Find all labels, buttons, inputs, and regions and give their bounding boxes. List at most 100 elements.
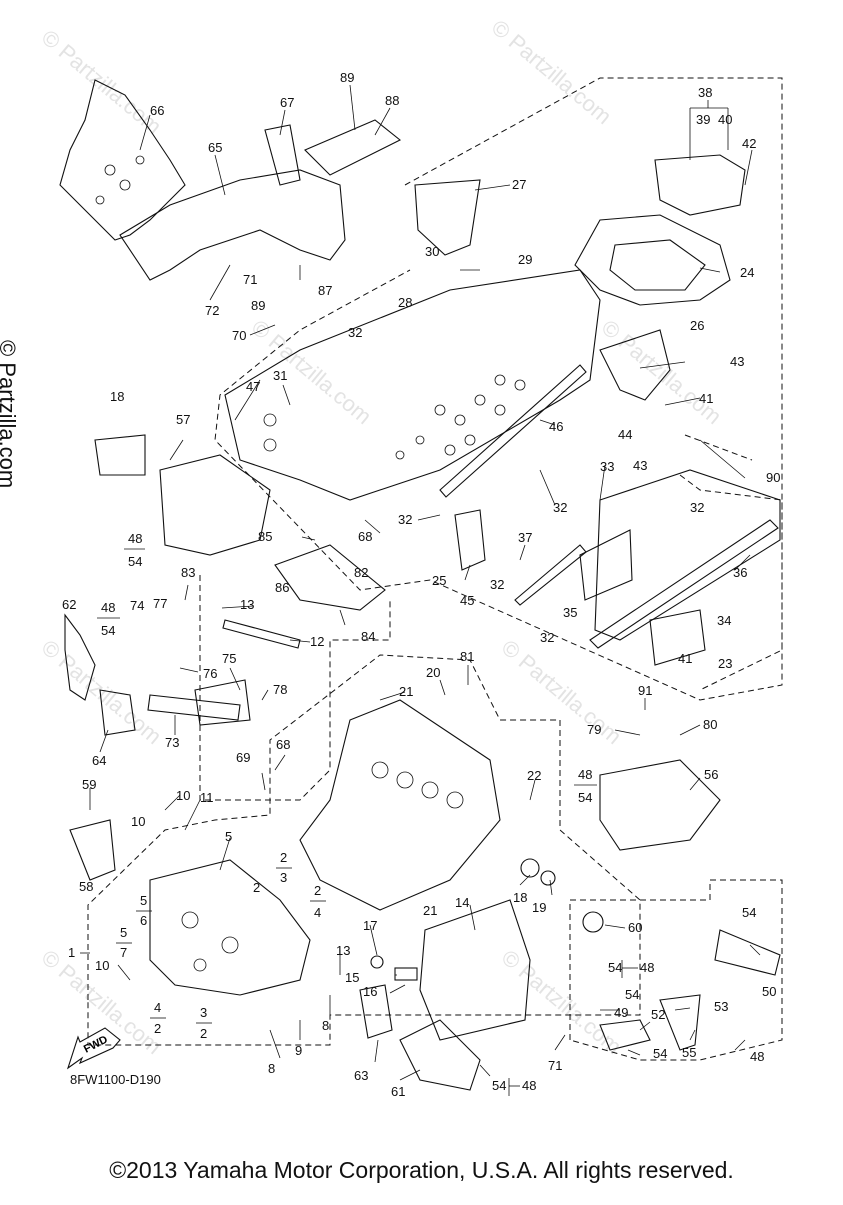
callout-10: 10 — [95, 958, 109, 973]
callout-20: 20 — [426, 665, 440, 680]
callout-10: 10 — [176, 788, 190, 803]
callout-5: 5 — [140, 893, 147, 908]
callout-brackets — [97, 548, 638, 1096]
callout-16: 16 — [363, 984, 377, 999]
callout-48: 48 — [128, 531, 142, 546]
bracket-62 — [64, 613, 96, 701]
callout-39: 39 — [696, 112, 710, 127]
callout-26: 26 — [690, 318, 704, 333]
callout-37: 37 — [518, 530, 532, 545]
bracket-35 — [579, 529, 633, 601]
callout-5: 5 — [120, 925, 127, 940]
callout-22: 22 — [527, 768, 541, 783]
callout-17: 17 — [363, 918, 377, 933]
callout-55: 55 — [682, 1045, 696, 1060]
callout-12: 12 — [310, 634, 324, 649]
callout-44: 44 — [618, 427, 632, 442]
callout-66: 66 — [150, 103, 164, 118]
circlip-19 — [540, 870, 556, 886]
watermark: © Partzilla.com — [487, 15, 617, 129]
callout-82: 82 — [354, 565, 368, 580]
callout-41: 41 — [678, 651, 692, 666]
callout-50: 50 — [762, 984, 776, 999]
bracket-27 — [414, 179, 481, 256]
callout-8: 8 — [322, 1018, 329, 1033]
copyright-notice: ©2013 Yamaha Motor Corporation, U.S.A. A… — [109, 1157, 734, 1183]
bracket-64 — [99, 689, 136, 736]
callout-49: 49 — [614, 1005, 628, 1020]
callout-79: 79 — [587, 722, 601, 737]
callout-84: 84 — [361, 629, 375, 644]
callout-72: 72 — [205, 303, 219, 318]
callout-33: 33 — [600, 459, 614, 474]
callout-54: 54 — [653, 1046, 667, 1061]
callout-29: 29 — [518, 252, 532, 267]
callout-41: 41 — [699, 391, 713, 406]
callout-21: 21 — [423, 903, 437, 918]
front-frame-casting — [59, 79, 186, 241]
unit-38 — [654, 154, 746, 216]
bracket-25 — [454, 509, 486, 571]
callout-59: 59 — [82, 777, 96, 792]
callout-5: 5 — [225, 829, 232, 844]
bracket-26 — [599, 329, 671, 401]
callout-1: 1 — [68, 945, 75, 960]
group-outline-segment — [684, 434, 753, 461]
callout-71: 71 — [548, 1058, 562, 1073]
callout-76: 76 — [203, 666, 217, 681]
housing-57 — [159, 454, 271, 556]
callout-61: 61 — [391, 1084, 405, 1099]
callout-23: 23 — [718, 656, 732, 671]
callout-54: 54 — [608, 960, 622, 975]
bracket-67 — [264, 124, 301, 186]
bar-73 — [147, 694, 241, 721]
callout-54: 54 — [492, 1078, 506, 1093]
bracket-52 — [599, 1019, 651, 1051]
callout-21: 21 — [399, 684, 413, 699]
center-frame — [224, 269, 601, 501]
rail-37 — [514, 544, 587, 606]
plate-50 — [714, 929, 781, 976]
callout-15: 15 — [345, 970, 359, 985]
callout-28: 28 — [398, 295, 412, 310]
callout-80: 80 — [703, 717, 717, 732]
callout-43: 43 — [633, 458, 647, 473]
callout-4: 4 — [154, 1000, 161, 1015]
callout-58: 58 — [79, 879, 93, 894]
callout-91: 91 — [638, 683, 652, 698]
callout-9: 9 — [295, 1043, 302, 1058]
callout-81: 81 — [460, 649, 474, 664]
part-drawings — [59, 79, 781, 1091]
spacer-15 — [394, 967, 418, 981]
callout-38: 38 — [698, 85, 712, 100]
bushing-17 — [370, 955, 384, 969]
callout-14: 14 — [455, 895, 469, 910]
callout-32: 32 — [348, 325, 362, 340]
callout-75: 75 — [222, 651, 236, 666]
callout-54: 54 — [578, 790, 592, 805]
upper-frame-group-outline — [214, 77, 783, 701]
callout-85: 85 — [258, 529, 272, 544]
rod-12 — [222, 619, 301, 649]
callout-43: 43 — [730, 354, 744, 369]
callout-45: 45 — [460, 593, 474, 608]
fwd-arrow: FWD — [66, 1027, 121, 1070]
fwd-arrow-icon — [66, 1027, 121, 1070]
upper-frame-tube — [119, 169, 346, 281]
housing-24-cutout — [609, 239, 706, 291]
callout-54: 54 — [128, 554, 142, 569]
leader-lines — [80, 84, 761, 1081]
callout-8: 8 — [268, 1061, 275, 1076]
callout-2: 2 — [280, 850, 287, 865]
callout-63: 63 — [354, 1068, 368, 1083]
bracket-61 — [399, 1019, 481, 1091]
watermark: © Partzilla.com — [37, 635, 167, 749]
callout-27: 27 — [512, 177, 526, 192]
callout-7: 7 — [120, 945, 127, 960]
callout-18: 18 — [513, 890, 527, 905]
callout-32: 32 — [553, 500, 567, 515]
callout-60: 60 — [628, 920, 642, 935]
callout-62: 62 — [62, 597, 76, 612]
seal-18 — [520, 858, 540, 878]
